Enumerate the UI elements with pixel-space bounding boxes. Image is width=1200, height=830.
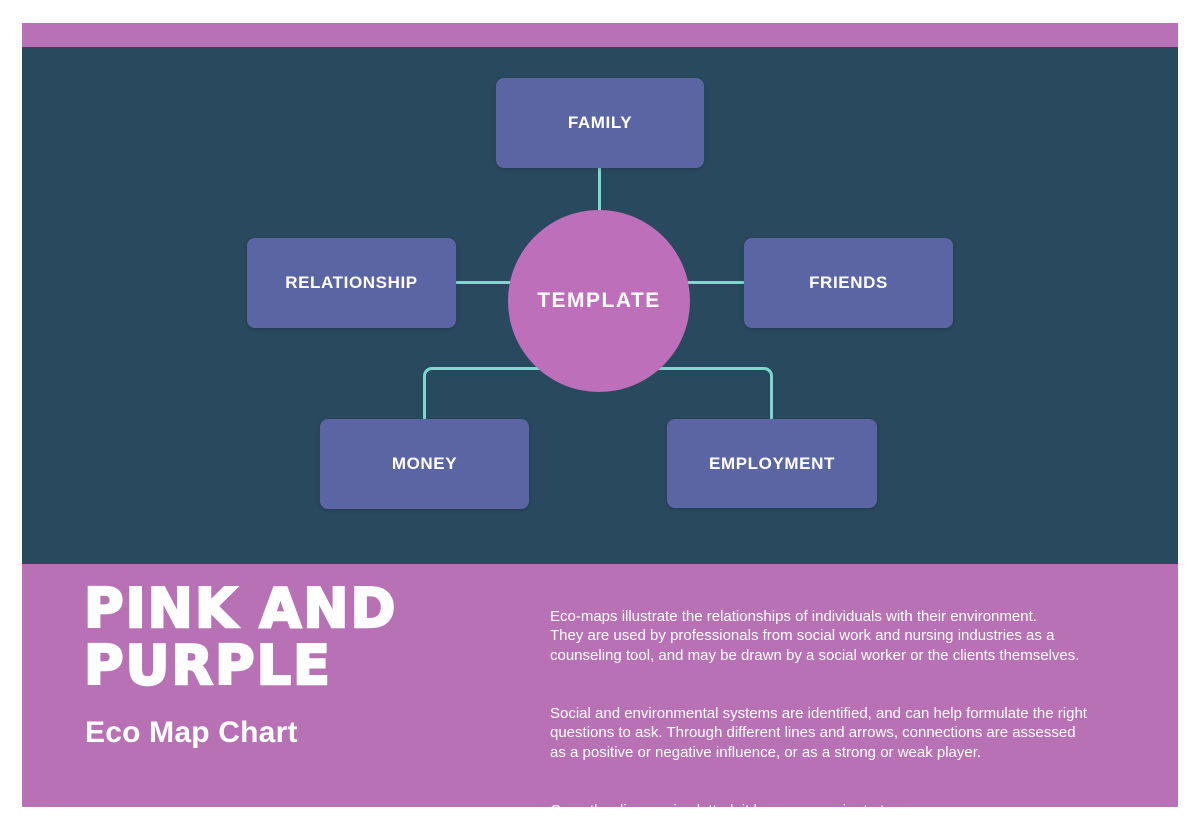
- description-paragraph-1: Eco-maps illustrate the relationships of…: [550, 607, 1080, 664]
- top-accent-bar: [22, 23, 1178, 47]
- connector-friends: [687, 281, 744, 284]
- poster-title-line2: PURPLE: [83, 634, 332, 697]
- node-relationship-label: RELATIONSHIP: [285, 273, 418, 292]
- poster-subtitle: Eco Map Chart: [85, 716, 298, 749]
- footer-panel: PINK AND PURPLE Eco Map Chart Eco-maps i…: [22, 564, 1178, 830]
- poster-title: PINK AND PURPLE: [83, 577, 398, 697]
- node-money-label: MONEY: [391, 454, 458, 473]
- description-paragraph-3: Once the diagram is plotted, it becomes …: [550, 801, 971, 830]
- description-paragraph-2: Social and environmental systems are ide…: [550, 704, 1087, 761]
- node-family: FAMILY: [496, 78, 704, 168]
- node-employment: EMPLOYMENT: [667, 419, 877, 508]
- node-relationship: RELATIONSHIP: [247, 238, 456, 328]
- description-text: Eco-maps illustrate the relationships of…: [550, 587, 1087, 830]
- node-friends: FRIENDS: [744, 238, 953, 328]
- node-employment-label: EMPLOYMENT: [709, 453, 835, 473]
- poster-title-line1: PINK AND: [83, 577, 398, 640]
- connector-family: [598, 168, 601, 214]
- node-money: MONEY: [320, 419, 529, 509]
- center-node-label: TEMPLATE: [537, 289, 661, 312]
- node-friends-label: FRIENDS: [809, 273, 888, 292]
- eco-map-diagram: TEMPLATE FAMILY RELATIONSHIP FRIENDS MON…: [22, 47, 1178, 564]
- center-node-template: TEMPLATE: [508, 210, 690, 392]
- node-family-label: FAMILY: [567, 113, 633, 132]
- connector-relationship: [456, 281, 513, 284]
